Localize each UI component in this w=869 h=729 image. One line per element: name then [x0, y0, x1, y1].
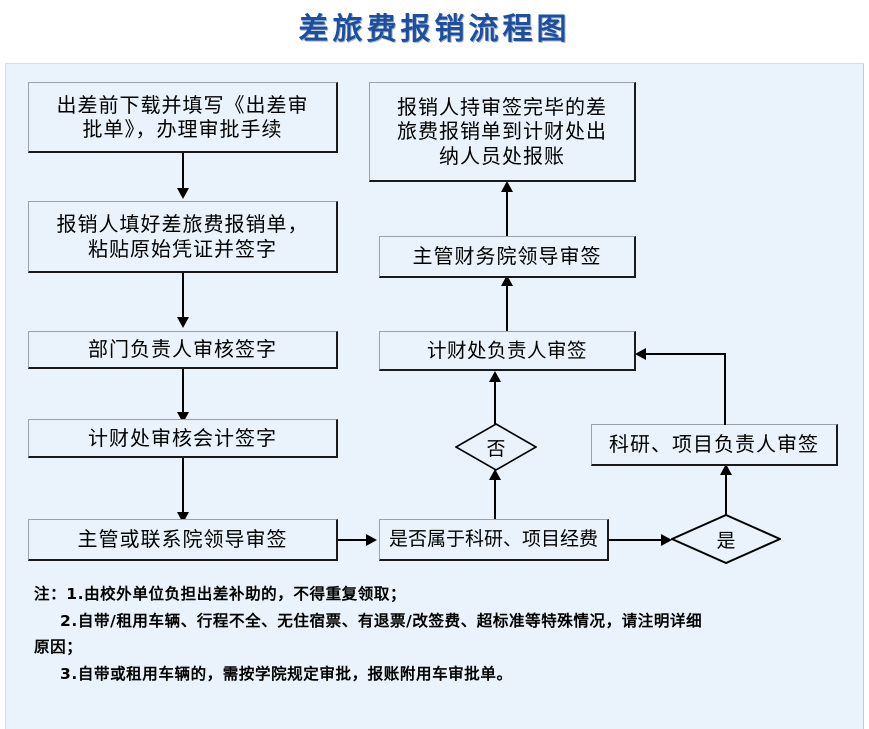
arrow-decision-to-yes [661, 534, 672, 546]
note-line-3: 原因； [34, 638, 83, 657]
diamond-shape-yes [671, 514, 781, 564]
node-finance-office-head-sign[interactable]: 计财处负责人审签 [379, 331, 636, 371]
arrow-r3-r2 [501, 275, 513, 286]
note-line-2: 2.自带/租用车辆、行程不全、无住宿票、有退票/改签费、超标准等特殊情况，请注明… [60, 611, 703, 630]
connector-r2-r1 [506, 192, 508, 236]
flowchart-panel: 出差前下载并填写《出差审 批单》，办理审批手续 报销人填好差旅费报销单， 粘贴原… [5, 63, 864, 729]
connector-r3-r2 [506, 286, 508, 331]
node-leader-sign[interactable]: 主管或联系院领导审签 [28, 519, 338, 561]
connector-l3-l4 [182, 369, 184, 414]
notes-block: 注：1.由校外单位负担出差补助的，不得重复领取； 2.自带/租用车辆、行程不全、… [34, 581, 834, 688]
arrow-yes-to-research [720, 464, 732, 475]
arrow-l1-l2 [177, 188, 189, 199]
decision-yes-branch[interactable]: 是 [671, 514, 781, 564]
node-research-project-head-sign[interactable]: 科研、项目负责人审签 [591, 424, 838, 466]
node-finance-accountant-sign[interactable]: 计财处审核会计签字 [28, 419, 338, 458]
connector-l1-l2 [182, 153, 184, 190]
note-line-1: 注：1.由校外单位负担出差补助的，不得重复领取； [34, 585, 407, 603]
arrow-decision-to-no [489, 469, 501, 480]
connector-decision-to-no [494, 479, 496, 519]
arrow-research-to-finance-head [635, 348, 646, 360]
connector-research-left [646, 353, 726, 355]
connector-research-up [724, 353, 726, 425]
connector-decision-to-yes [609, 539, 663, 541]
decision-no-label: 否 [486, 437, 506, 460]
node-cashier-payout[interactable]: 报销人持审签完毕的差 旅费报销单到计财处出 纳人员处报账 [369, 82, 636, 182]
connector-yes-to-research [725, 474, 727, 516]
node-dept-head-sign[interactable]: 部门负责人审核签字 [28, 331, 338, 369]
connector-l4-l5 [182, 458, 184, 514]
arrow-l3-l4 [177, 412, 189, 423]
node-is-research-funding[interactable]: 是否属于科研、项目经费 [379, 519, 609, 561]
note-line-4: 3.自带或租用车辆的，需按学院规定审批，报账附用车审批单。 [60, 664, 513, 683]
arrow-no-to-finance-head [489, 371, 501, 382]
arrow-r2-r1 [501, 181, 513, 192]
arrow-l2-l3 [177, 317, 189, 328]
arrow-leader-to-decision [366, 534, 377, 546]
decision-yes-label: 是 [716, 529, 736, 552]
node-fill-reimbursement-form[interactable]: 报销人填好差旅费报销单， 粘贴原始凭证并签字 [28, 201, 338, 273]
diamond-shape-no [455, 423, 537, 471]
decision-no-branch[interactable]: 否 [455, 423, 537, 471]
arrow-l4-l5 [177, 512, 189, 523]
node-trip-approval-form[interactable]: 出差前下载并填写《出差审 批单》，办理审批手续 [28, 82, 338, 153]
node-finance-vice-president-sign[interactable]: 主管财务院领导审签 [379, 236, 636, 278]
connector-l2-l3 [182, 273, 184, 319]
connector-no-to-finance-head [494, 382, 496, 424]
connector-leader-to-decision [338, 539, 368, 541]
page-title: 差旅费报销流程图 [298, 12, 571, 47]
